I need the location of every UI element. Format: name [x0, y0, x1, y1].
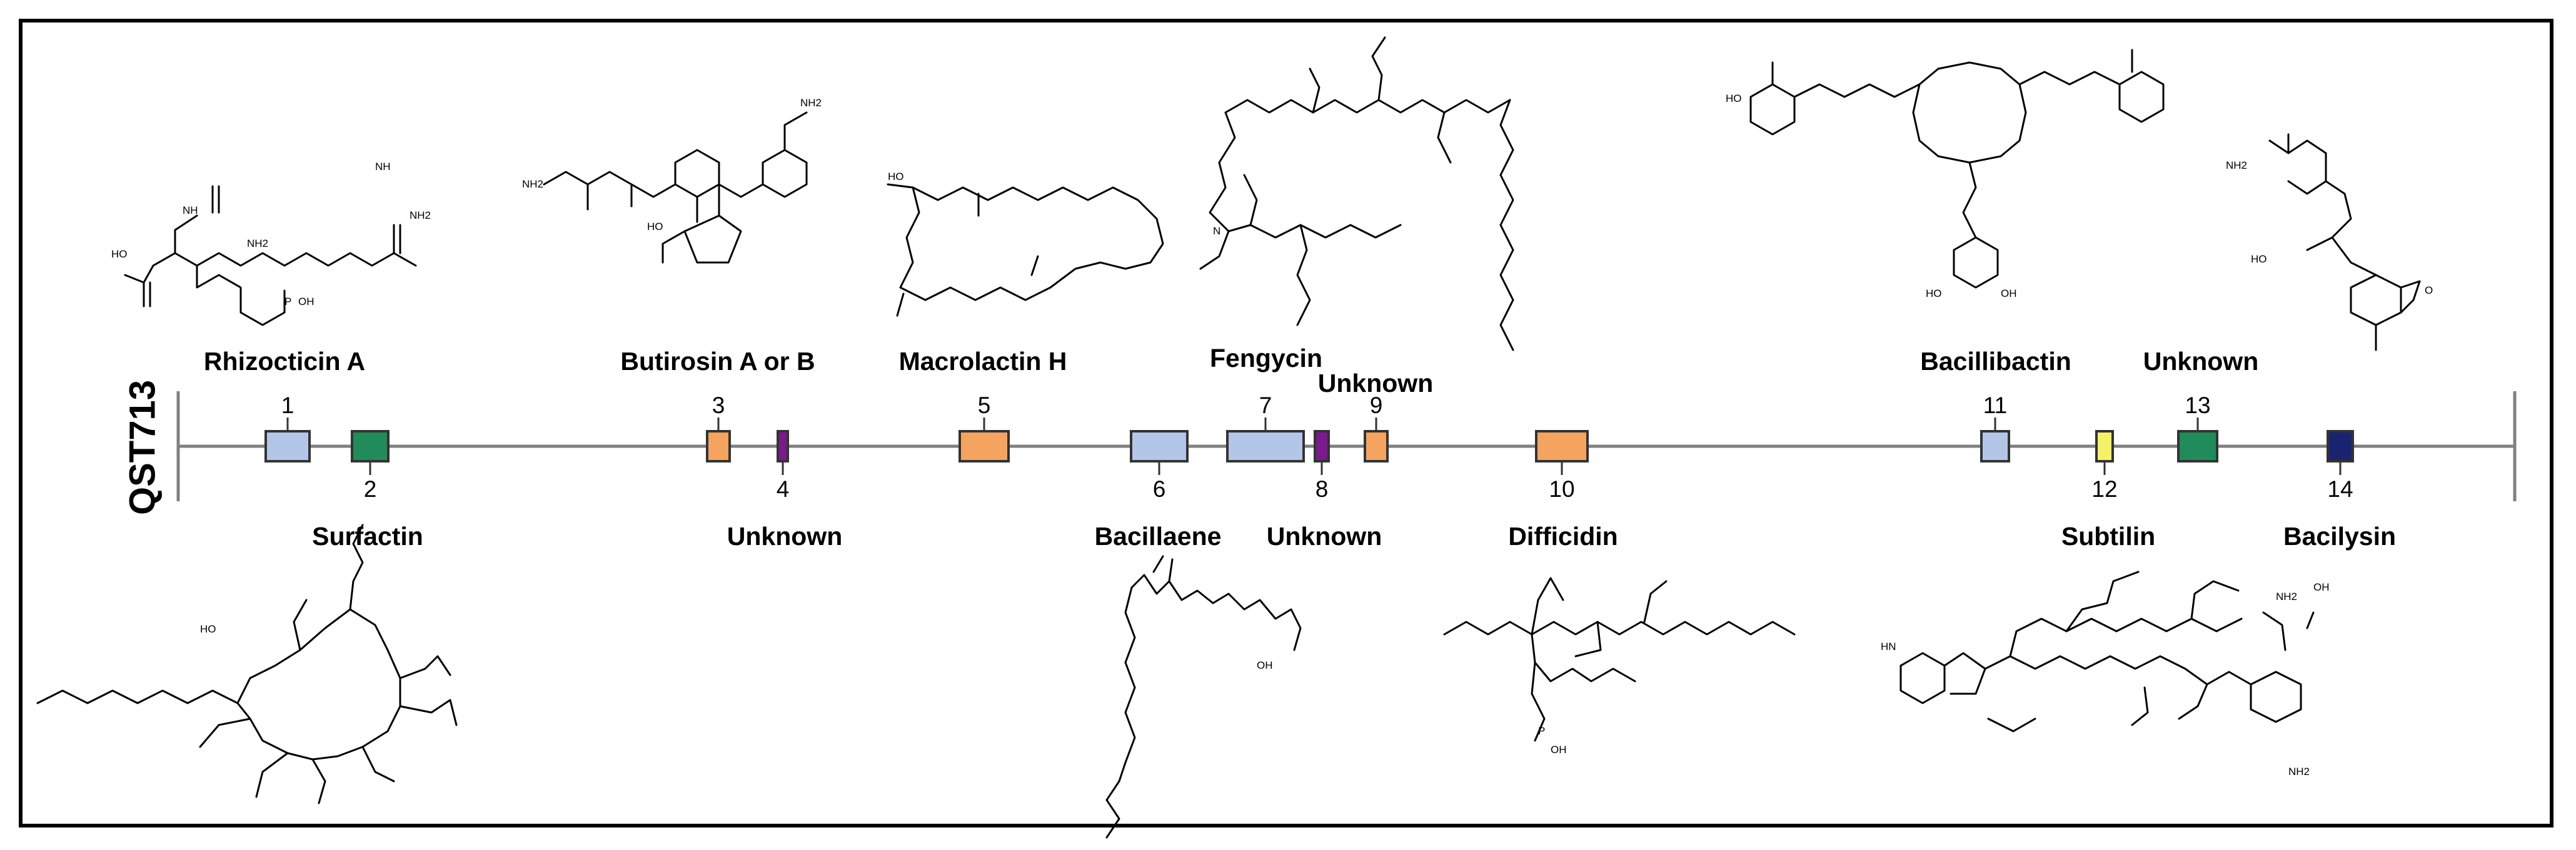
atom-label: NH2 [522, 178, 543, 190]
cluster-5-number: 5 [977, 392, 991, 418]
strain-label: QST713 [122, 380, 163, 515]
cluster-11-compound-name: Bacillibactin [1920, 347, 2071, 376]
surfactin-structure [36, 524, 458, 804]
cluster-13-box [2177, 430, 2218, 462]
cluster-5-box [958, 430, 1010, 462]
atom-label: OH [298, 296, 314, 308]
cluster-8-box [1314, 430, 1330, 462]
atom-label: OH [1257, 659, 1273, 671]
atom-label: OH [1551, 744, 1567, 756]
cluster-14-compound-name: Bacilysin [2283, 522, 2397, 551]
rhizocticin-a-structure [124, 185, 417, 326]
macrolactin-h-structure [887, 183, 1164, 317]
cluster-3-compound-name: Butirosin A or B [620, 347, 815, 376]
cluster-6-box [1130, 430, 1189, 462]
atom-label: O [2425, 284, 2433, 296]
cluster-8-number: 8 [1315, 476, 1329, 502]
atom-label: P [1538, 725, 1545, 737]
cluster-3-number: 3 [712, 392, 725, 418]
figure-frame [19, 19, 2553, 828]
cluster-2-box [351, 430, 390, 462]
cluster-1-box [264, 430, 311, 462]
cluster-14-number: 14 [2327, 476, 2353, 502]
cluster-1-compound-name: Rhizocticin A [203, 347, 366, 376]
atom-label: HO [888, 171, 904, 182]
atom-label: NH2 [2226, 159, 2247, 171]
cluster-4-compound-name: Unknown [727, 522, 843, 551]
atom-label: HO [647, 221, 663, 232]
cluster-10-box [1535, 430, 1589, 462]
cluster-2-number: 2 [363, 476, 377, 502]
atom-label: HO [111, 248, 128, 260]
atom-label: OH [2313, 581, 2330, 593]
bacillaene-structure [1105, 555, 1302, 839]
atom-label: NH2 [2288, 766, 2310, 778]
atom-label: NH2 [2276, 591, 2297, 602]
cluster-10-compound-name: Difficidin [1508, 522, 1618, 551]
atom-label: HO [200, 623, 216, 635]
cluster-8-compound-name: Unknown [1266, 522, 1382, 551]
atom-label: OH [2001, 288, 2017, 299]
cluster-5-compound-name: Macrolactin H [898, 347, 1067, 376]
cluster-14-box [2327, 430, 2354, 462]
cluster-9-number: 9 [1369, 392, 1383, 418]
atom-label: N [1213, 225, 1220, 237]
atom-label: NH2 [247, 238, 268, 249]
cluster-12-number: 12 [2091, 476, 2118, 502]
cluster-12-box [2095, 430, 2114, 462]
cluster-11-number: 11 [1983, 392, 2008, 418]
atom-label: HO [1726, 92, 1742, 104]
atom-label: NH2 [800, 97, 822, 109]
cluster-1-number: 1 [281, 392, 294, 418]
cluster-7-number: 7 [1259, 392, 1272, 418]
cluster-6-compound-name: Bacillaene [1094, 522, 1222, 551]
atom-label: NH [183, 204, 198, 216]
subtilin-structure [1899, 571, 2315, 732]
atom-label: HO [1926, 288, 1942, 299]
bacillibactin-structure [1749, 49, 2165, 289]
atom-label: HN [1881, 641, 1896, 652]
cluster-2-compound-name: Surfactin [312, 522, 423, 551]
cluster-9-compound-name: Unknown [1317, 369, 1434, 398]
cluster-4-number: 4 [776, 476, 790, 502]
cluster-7-box [1226, 430, 1305, 462]
cluster-12-compound-name: Subtilin [2061, 522, 2156, 551]
cluster-6-number: 6 [1152, 476, 1166, 502]
bacilysin-structure [2268, 133, 2421, 351]
cluster-9-box [1364, 430, 1389, 462]
difficidin-structure [1443, 577, 1796, 742]
butirosin-structure [543, 111, 808, 264]
cluster-3-box [706, 430, 731, 462]
atom-label: P [284, 296, 291, 308]
cluster-4-box [777, 430, 789, 462]
atom-label: NH [375, 161, 391, 172]
cluster-10-number: 10 [1549, 476, 1575, 502]
cluster-13-number: 13 [2185, 392, 2211, 418]
cluster-11-box [1980, 430, 2010, 462]
atom-label: HO [2251, 253, 2267, 265]
cluster-7-compound-name: Fengycin [1210, 344, 1322, 372]
fengycin-structure [1199, 36, 1514, 351]
cluster-13-compound-name: Unknown [2143, 347, 2259, 376]
atom-label: NH2 [410, 209, 431, 221]
